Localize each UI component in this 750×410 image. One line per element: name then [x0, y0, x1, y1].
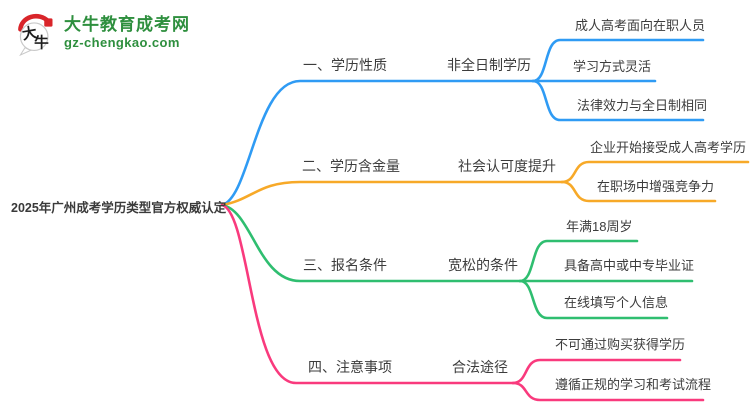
branch-1-sublabel: 非全日制学历: [447, 57, 531, 73]
branch-3-sublabel: 宽松的条件: [448, 257, 518, 273]
site-name: 大牛教育成考网: [64, 15, 190, 34]
leaf-node: 企业开始接受成人高考学历: [590, 140, 747, 155]
branch-4-leaf-2-connector: [511, 381, 705, 402]
branch-4-label: 四、注意事项: [308, 359, 392, 375]
logo-char-da: 大: [21, 23, 39, 43]
branch-2-label: 二、学历含金量: [302, 158, 400, 174]
logo-bubble-tail: [19, 47, 32, 56]
leaf-node: 法律效力与全日制相同: [577, 98, 708, 113]
branch-3-leaf-1-connector: [518, 239, 639, 283]
branch-4-main-connector: [220, 203, 515, 385]
leaf-node: 遵循正规的学习和考试流程: [555, 377, 712, 392]
logo-red-seal: [44, 18, 53, 27]
leaf-node: 在职场中增强竞争力: [597, 179, 715, 194]
logo-char-niu: 牛: [34, 34, 49, 52]
site-logo-text: 大牛教育成考网 gz-chengkao.com: [64, 15, 190, 51]
branch-4-sublabel: 合法途径: [452, 359, 508, 375]
site-domain: gz-chengkao.com: [64, 35, 180, 50]
branch-1-leaf-1-connector: [531, 38, 705, 83]
branch-3-main-connector: [220, 203, 522, 283]
branch-1-main-connector: [220, 79, 535, 207]
branch-3-label: 三、报名条件: [303, 257, 387, 273]
branch-1-leaf-3-connector: [531, 79, 705, 122]
branch-1-label: 一、学历性质: [303, 57, 387, 73]
daniu-logo-icon: 大 牛: [18, 13, 53, 56]
branch-2-main-connector: [220, 180, 564, 207]
branch-3-leaf-3-connector: [518, 279, 669, 320]
leaf-node: 在线填写个人信息: [564, 295, 669, 310]
leaf-node: 不可通过购买获得学历: [555, 337, 686, 352]
leaf-node: 成人高考面向在职人员: [575, 18, 706, 33]
leaf-node: 年满18周岁: [566, 219, 633, 234]
logo-speech-bubble: [19, 22, 49, 52]
branch-2-leaf-2-connector: [560, 180, 717, 203]
leaf-node: 具备高中或中专毕业证: [564, 258, 695, 273]
site-logo: 大 牛 大牛教育成考网 gz-chengkao.com: [14, 10, 190, 56]
branch-2-sublabel: 社会认可度提升: [458, 158, 556, 174]
leaf-node: 学习方式灵活: [573, 59, 652, 74]
root-topic: 2025年广州成考学历类型官方权威认定: [11, 201, 227, 215]
